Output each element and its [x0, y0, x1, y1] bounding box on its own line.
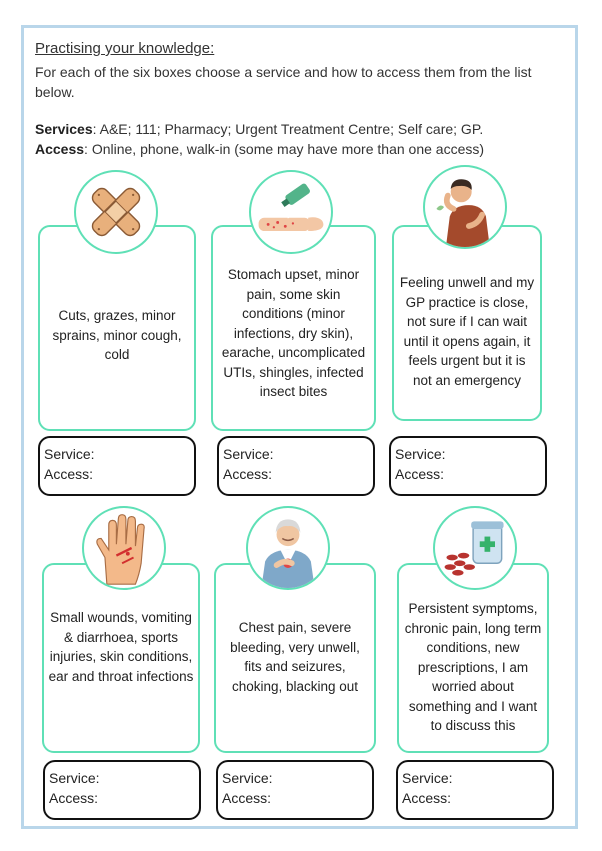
access-label: Access:	[402, 790, 452, 806]
plaster-icon	[74, 170, 158, 254]
answer-box-2[interactable]: Service: Access:	[217, 436, 375, 496]
scenario-text: Cuts, grazes, minor sprains, minor cough…	[52, 308, 182, 362]
scenario-card-1: Cuts, grazes, minor sprains, minor cough…	[38, 225, 196, 431]
scenario-card-3: Feeling unwell and my GP practice is clo…	[392, 225, 542, 421]
page-heading: Practising your knowledge:	[35, 40, 215, 57]
services-label: Services	[35, 121, 93, 137]
access-label: Access:	[223, 466, 273, 482]
access-label: Access:	[49, 790, 99, 806]
answer-box-3[interactable]: Service: Access:	[389, 436, 547, 496]
services-list: Services: A&E; 111; Pharmacy; Urgent Tre…	[35, 121, 483, 137]
access-label: Access:	[395, 466, 445, 482]
answer-box-6[interactable]: Service: Access:	[396, 760, 554, 820]
access-label: Access:	[222, 790, 272, 806]
service-label: Service:	[44, 446, 95, 462]
scenario-card-6: Persistent symptoms, chronic pain, long …	[397, 563, 549, 753]
injured-hand-icon	[82, 506, 166, 590]
answer-box-1[interactable]: Service: Access:	[38, 436, 196, 496]
scenario-card-2: Stomach upset, minor pain, some skin con…	[211, 225, 376, 431]
service-label: Service:	[402, 770, 453, 786]
scenario-text: Small wounds, vomiting & diarrhoea, spor…	[48, 610, 194, 684]
scenario-card-5: Chest pain, severe bleeding, very unwell…	[214, 563, 376, 753]
access-label: Access	[35, 141, 85, 157]
service-label: Service:	[395, 446, 446, 462]
service-label: Service:	[49, 770, 100, 786]
services-text: : A&E; 111; Pharmacy; Urgent Treatment C…	[92, 121, 484, 137]
chest-pain-icon	[246, 506, 330, 590]
service-label: Service:	[222, 770, 273, 786]
cream-on-hand-icon	[249, 170, 333, 254]
medication-icon	[433, 506, 517, 590]
access-list: Access: Online, phone, walk-in (some may…	[35, 141, 484, 157]
unwell-person-icon	[423, 165, 507, 249]
answer-box-5[interactable]: Service: Access:	[216, 760, 374, 820]
scenario-text: Stomach upset, minor pain, some skin con…	[221, 267, 366, 399]
answer-box-4[interactable]: Service: Access:	[43, 760, 201, 820]
scenario-text: Persistent symptoms, chronic pain, long …	[404, 601, 542, 733]
page-frame	[21, 25, 578, 829]
scenario-text: Feeling unwell and my GP practice is clo…	[399, 275, 535, 388]
scenario-text: Chest pain, severe bleeding, very unwell…	[230, 620, 360, 694]
service-label: Service:	[223, 446, 274, 462]
scenario-card-4: Small wounds, vomiting & diarrhoea, spor…	[42, 563, 200, 753]
access-label: Access:	[44, 466, 94, 482]
access-text: : Online, phone, walk-in (some may have …	[84, 141, 485, 157]
intro-text: For each of the six boxes choose a servi…	[35, 64, 532, 100]
